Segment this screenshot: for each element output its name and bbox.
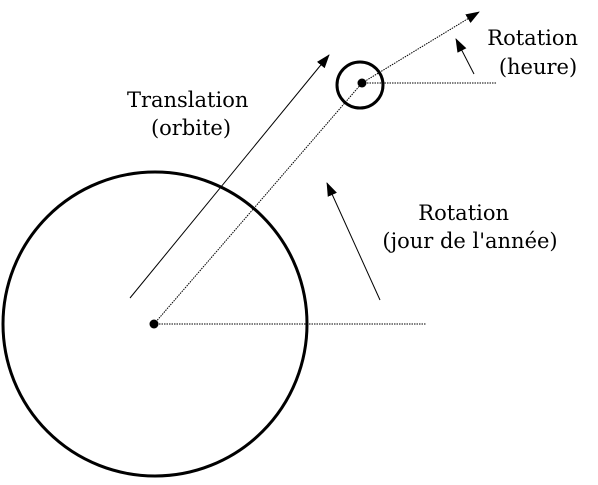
moon-circle	[335, 60, 385, 110]
translation-label: Translation (orbite)	[127, 88, 255, 140]
planet-to-moon-line	[153, 82, 363, 325]
rotation-hour-arrow	[455, 38, 475, 75]
rotation-year-label-line1: Rotation	[418, 201, 509, 225]
moon-direction-arrow	[361, 11, 480, 84]
rotation-hour-label: Rotation (heure)	[487, 26, 584, 79]
rotation-hour-label-line2: (heure)	[499, 55, 577, 79]
translation-label-line2: (orbite)	[151, 116, 231, 140]
translation-label-line1: Translation	[127, 88, 248, 112]
translation-arrow	[129, 54, 330, 299]
rotation-hour-label-line1: Rotation	[487, 26, 578, 50]
rotation-year-label-line2: (jour de l'année)	[382, 229, 557, 253]
rotation-year-label: Rotation (jour de l'année)	[382, 201, 557, 253]
rotation-year-arrow	[326, 182, 381, 301]
